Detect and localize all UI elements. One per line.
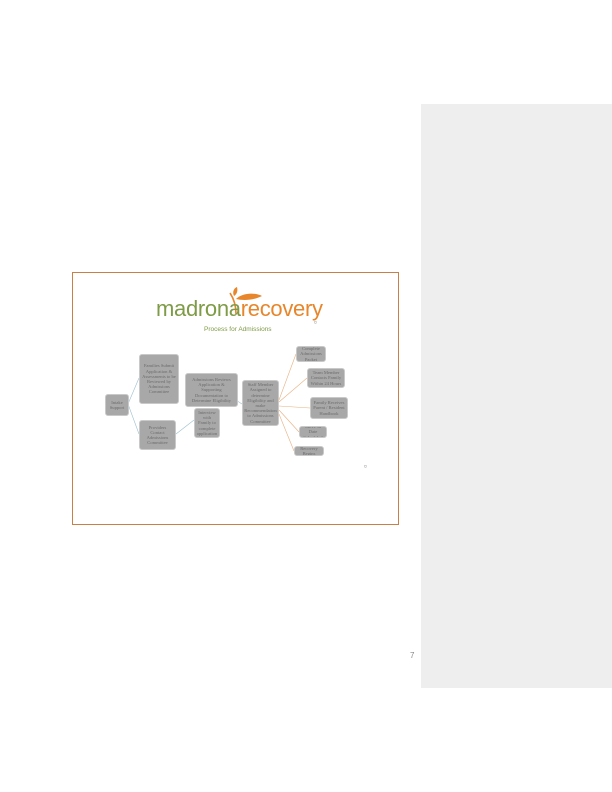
end-mark: ¤ [364,464,367,470]
madrona-logo: madronarecovery [156,296,323,322]
node-intake-support: Intake Support [105,394,129,416]
node-admissions-reviews: Admissions Reviews Application & Support… [185,373,238,407]
logo-word-recovery: recovery [240,296,323,321]
sprout-logo-icon [229,287,262,315]
comment-pane [421,104,612,688]
node-complete-packet: Complete Admissions Packet [296,346,326,362]
node-families-submit: Families Submit Application & Assessment… [139,354,179,404]
end-mark: ¤ [314,320,317,326]
logo-word-madrona: madrona [156,296,241,321]
node-team-member-contacts: Team Member Contacts Family Within 24 Ho… [307,368,345,388]
node-interview: Interview with Family to complete applic… [194,408,220,438]
figure-frame [72,272,399,525]
page-number: 7 [410,651,415,660]
node-staff-member-assigned: Staff Member Assigned to determine Eligi… [242,380,279,426]
node-recovery-begins: Recovery Begins [294,446,324,456]
figure-subtitle: Process for Admissions [204,326,272,333]
node-family-receives-handbook: Family Receives Parent / Resident Handbo… [310,397,348,419]
node-move-in-scheduled: Move-in Date Scheduled [299,426,327,438]
node-providers-contact: Providers Contact Admissions Committee [139,420,176,450]
